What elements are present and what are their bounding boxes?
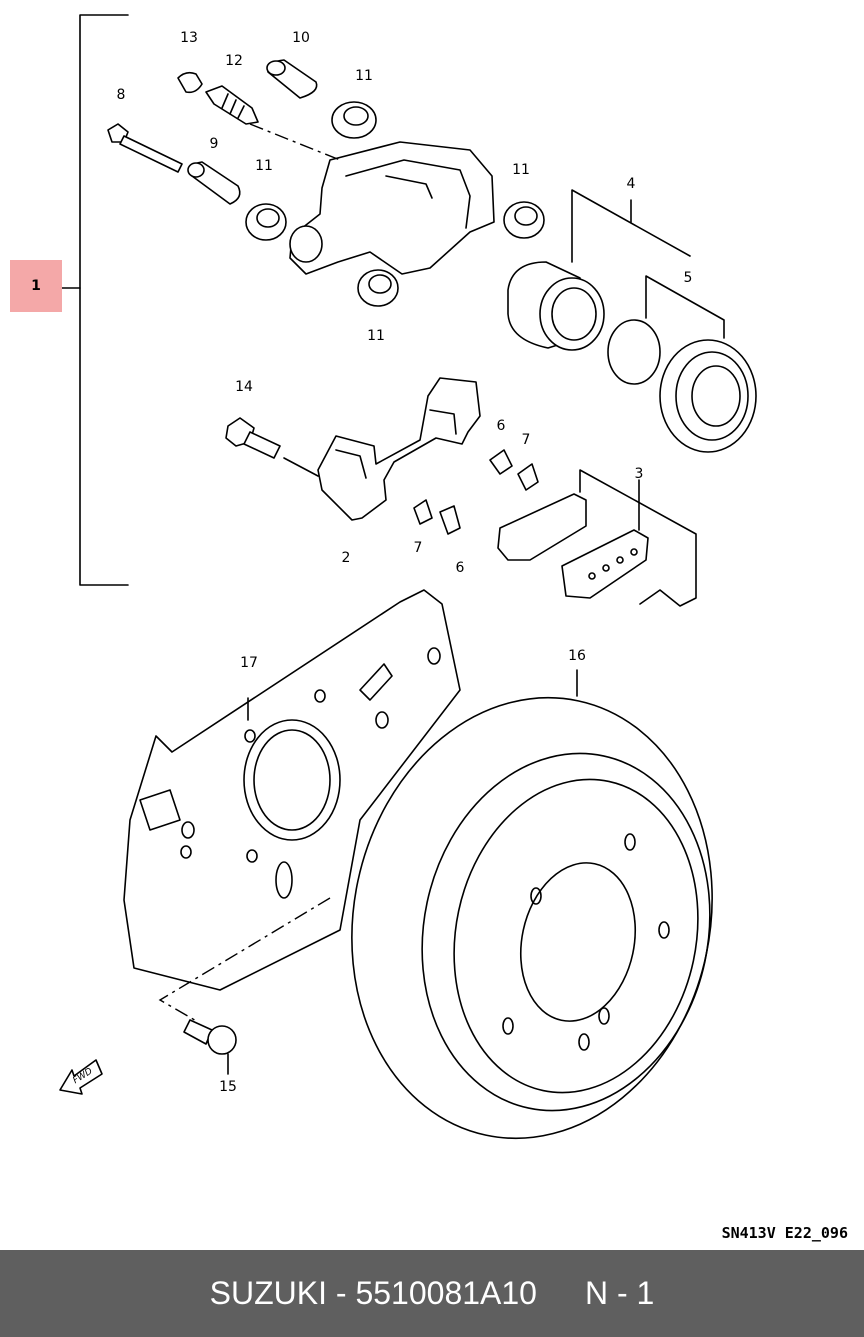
part-15-shield-bolt bbox=[183, 1019, 237, 1055]
callout-16[interactable]: 16 bbox=[568, 648, 586, 664]
part-6-pad-clip-a bbox=[489, 449, 513, 475]
callout-11d[interactable]: 11 bbox=[367, 328, 385, 344]
callout-4[interactable]: 4 bbox=[626, 176, 636, 192]
caliper-body bbox=[289, 141, 495, 275]
part-7-shim-a bbox=[517, 463, 539, 491]
part-6-pad-clip-b bbox=[439, 505, 461, 535]
part-5-piston-boot bbox=[659, 339, 757, 453]
forward-arrow-icon: FWD bbox=[59, 1059, 103, 1095]
footer-separator: - bbox=[335, 1275, 347, 1311]
part-7-shim-b bbox=[413, 499, 433, 525]
callout-9[interactable]: 9 bbox=[209, 136, 219, 152]
callout-7b[interactable]: 7 bbox=[413, 540, 423, 556]
callout-13[interactable]: 13 bbox=[180, 30, 198, 46]
callout-17[interactable]: 17 bbox=[240, 655, 258, 671]
part-16-brake-rotor bbox=[351, 696, 713, 1140]
callout-8[interactable]: 8 bbox=[116, 87, 126, 103]
part-13-bleeder-cap bbox=[177, 71, 203, 94]
footer-brand: SUZUKI bbox=[209, 1275, 328, 1311]
callout-12[interactable]: 12 bbox=[225, 53, 243, 69]
part-17-dust-shield bbox=[123, 589, 461, 991]
callout-1-highlight[interactable]: 1 bbox=[10, 260, 62, 312]
callout-11b[interactable]: 11 bbox=[255, 158, 273, 174]
callout-14[interactable]: 14 bbox=[235, 379, 253, 395]
callout-15[interactable]: 15 bbox=[219, 1079, 237, 1095]
part-3-brake-pad-a bbox=[497, 493, 587, 561]
callout-11a[interactable]: 11 bbox=[355, 68, 373, 84]
callout-11c[interactable]: 11 bbox=[512, 162, 530, 178]
callout-6a[interactable]: 6 bbox=[496, 418, 506, 434]
part-8-guide-bolt bbox=[107, 123, 183, 173]
assembly-bracket bbox=[61, 14, 129, 586]
callout-6b[interactable]: 6 bbox=[455, 560, 465, 576]
part-9-guide-pin bbox=[187, 161, 241, 205]
part-2-caliper-bracket bbox=[317, 377, 481, 521]
callout-3[interactable]: 3 bbox=[634, 466, 644, 482]
part-10-guide-pin bbox=[266, 59, 318, 99]
footer-position: N - 1 bbox=[584, 1275, 655, 1311]
part-5-piston-seal bbox=[607, 319, 661, 385]
part-3-brake-pad-b bbox=[561, 529, 649, 599]
part-11-boot-b bbox=[245, 203, 287, 241]
callout-5[interactable]: 5 bbox=[683, 270, 693, 286]
callout-7a[interactable]: 7 bbox=[521, 432, 531, 448]
part-11-boot-c bbox=[503, 201, 545, 239]
diagram-code: SN413V E22_096 bbox=[721, 1224, 848, 1242]
part-14-bracket-bolt bbox=[225, 417, 281, 459]
part-11-boot-d bbox=[357, 269, 399, 307]
part-11-boot-a bbox=[331, 101, 377, 139]
callout-10[interactable]: 10 bbox=[292, 30, 310, 46]
part-4-piston bbox=[507, 261, 605, 351]
callout-2[interactable]: 2 bbox=[341, 550, 351, 566]
footer-part-number: 5510081A10 bbox=[355, 1275, 537, 1311]
exploded-parts-diagram: FWD bbox=[59, 14, 757, 1140]
part-footer-bar: SUZUKI - 5510081A10 N - 1 bbox=[0, 1250, 864, 1337]
part-12-bleeder-screw bbox=[205, 85, 259, 125]
